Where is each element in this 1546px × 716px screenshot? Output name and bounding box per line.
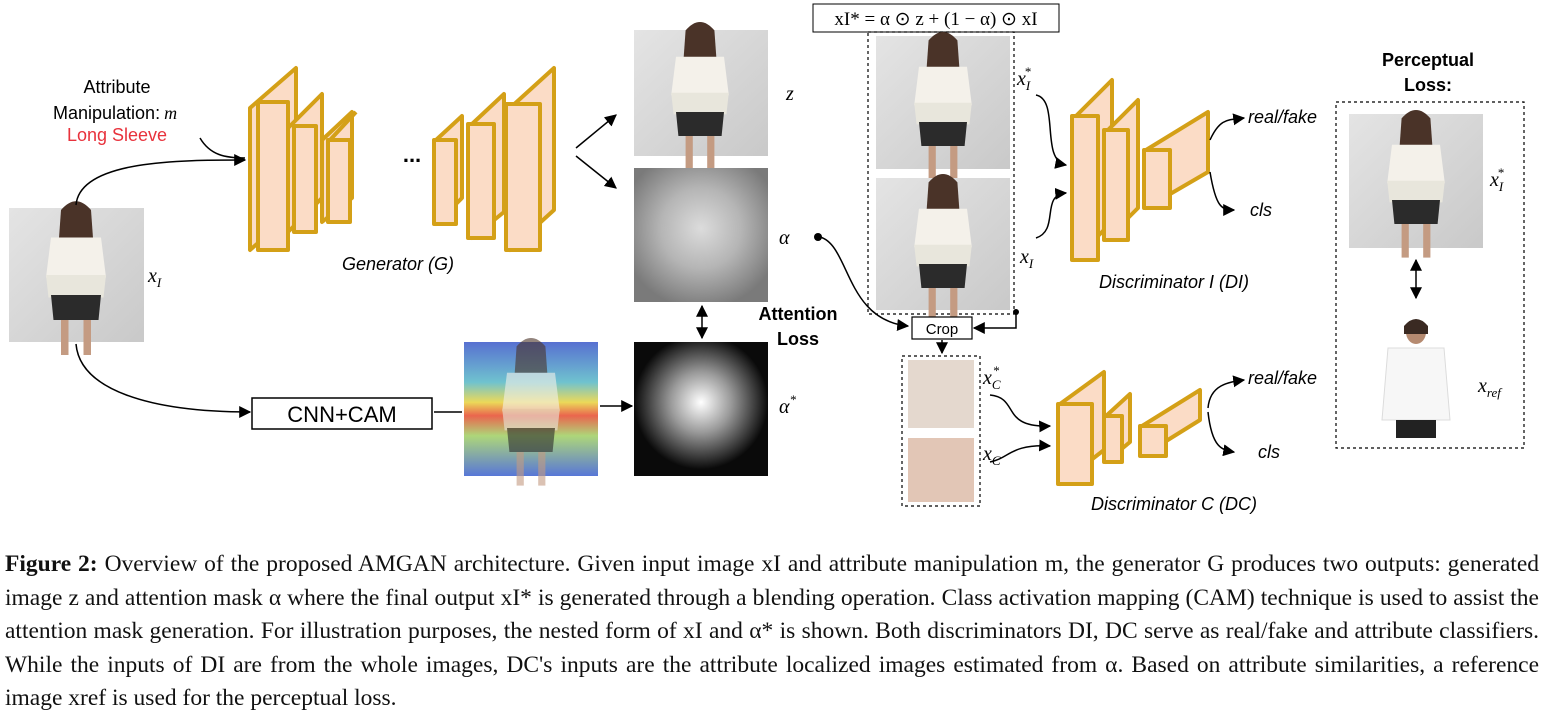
generator-dots: ...	[403, 142, 421, 167]
cam-heatmap-image	[464, 338, 598, 486]
image-x-i	[876, 174, 1010, 322]
alpha-star-label: α*	[779, 392, 797, 418]
x-c-label: xC	[982, 443, 1001, 468]
generated-image-z	[634, 21, 768, 170]
x-c-star-label: xC*	[982, 363, 1001, 392]
generator-blocks	[248, 66, 556, 252]
z-label: z	[785, 83, 794, 105]
alpha-dot	[814, 233, 822, 241]
arrow-x-i-star-to-di	[1035, 94, 1068, 169]
perceptual-image-x-i-star	[1349, 110, 1483, 258]
x-i-label-input: xI	[147, 265, 162, 290]
crop-box	[911, 316, 973, 340]
arrow-generator-to-alpha	[575, 155, 617, 189]
arrow-input-to-generator	[75, 154, 247, 206]
attention-mask-alpha-star	[634, 342, 768, 476]
perceptual-loss-line2: Loss:	[1404, 75, 1452, 95]
arrow-dc-cls	[1207, 411, 1236, 457]
generator-label: Generator (G)	[342, 254, 454, 274]
arrow-dc-real-fake	[1207, 375, 1246, 409]
di-real-fake-label: real/fake	[1248, 107, 1317, 127]
discriminator-i-blocks	[1070, 78, 1210, 262]
x-ref-label: xref	[1477, 375, 1503, 400]
arrow-di-real-fake	[1209, 113, 1246, 141]
long-sleeve-label: Long Sleeve	[67, 125, 167, 145]
perceptual-loss-box	[1335, 101, 1525, 449]
arrow-input-to-cnn	[75, 343, 252, 418]
alpha-label: α	[779, 227, 790, 249]
figure-caption: Figure 2: Overview of the proposed AMGAN…	[5, 548, 1539, 716]
attention-loss-line2: Loss	[777, 329, 819, 349]
perceptual-loss-line1: Perceptual	[1382, 50, 1474, 70]
crop-image-x-c-star	[908, 360, 974, 428]
di-cls-label: cls	[1250, 200, 1272, 220]
attention-mask-alpha	[634, 168, 768, 302]
input-image-x-i	[9, 201, 144, 355]
discriminator-i-label: Discriminator I (DI)	[1099, 272, 1249, 292]
dc-real-fake-label: real/fake	[1248, 368, 1317, 388]
manipulation-label: Manipulation:m	[53, 103, 177, 123]
caption-figure-label: Figure 2:	[5, 551, 98, 577]
arrow-to-crop	[972, 312, 1017, 334]
crop-source-dot	[1013, 309, 1019, 315]
arrow-alpha-to-crop	[819, 236, 910, 331]
discriminator-c-inputs-box	[901, 355, 981, 507]
attention-loss-line1: Attention	[759, 304, 838, 324]
arrow-attribute-to-generator	[199, 137, 246, 159]
cnn-cam-label: CNN+CAM	[287, 402, 396, 427]
formula-box	[812, 3, 1060, 33]
arrow-x-c-to-dc	[989, 439, 1052, 463]
image-x-i-star	[876, 31, 1010, 180]
cnn-cam-box	[251, 397, 433, 430]
arrow-x-i-to-di	[1035, 187, 1068, 239]
crop-label: Crop	[926, 321, 959, 338]
x-i-star-label: xI*	[1016, 64, 1031, 93]
discriminator-c-blocks	[1056, 370, 1202, 486]
discriminator-c-label: Discriminator C (DC)	[1091, 494, 1257, 514]
crop-image-x-c	[908, 438, 974, 502]
perceptual-x-i-star-label: xI*	[1489, 165, 1504, 194]
dc-cls-label: cls	[1258, 442, 1280, 462]
attribute-label: Attribute	[83, 77, 150, 97]
x-i-label: xI	[1019, 246, 1034, 271]
formula: xI* = α ⊙ z + (1 − α) ⊙ xI	[834, 9, 1037, 30]
amgan-diagram: xI Attribute Manipulation:m Long Sleeve …	[9, 3, 1525, 514]
arrow-di-cls	[1209, 171, 1236, 216]
arrow-generator-to-z	[575, 114, 617, 149]
arrow-x-c-star-to-dc	[989, 394, 1052, 433]
caption-text: Overview of the proposed AMGAN architect…	[5, 551, 1539, 711]
reference-image-x-ref	[1362, 306, 1470, 440]
discriminator-i-inputs-box	[867, 31, 1015, 315]
